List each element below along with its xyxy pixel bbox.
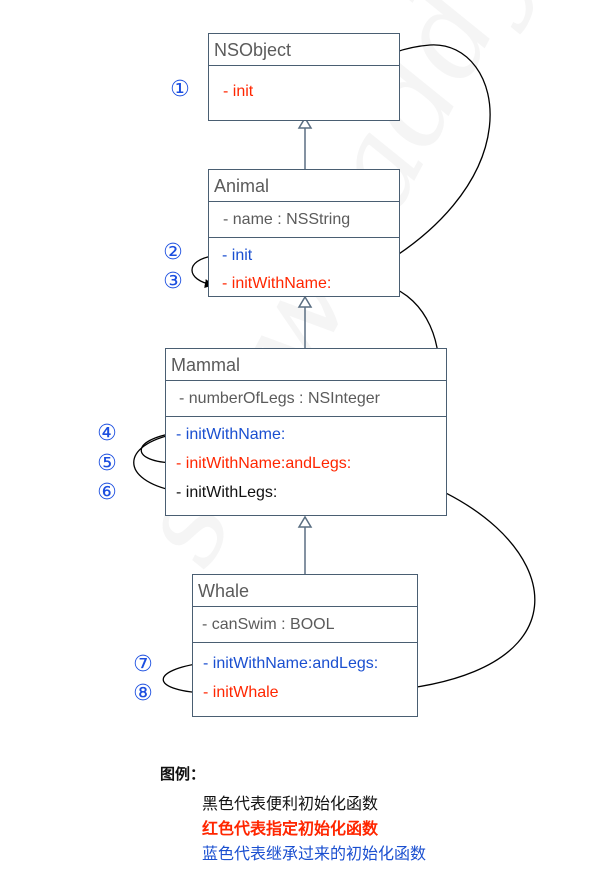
class-name: Mammal — [166, 349, 446, 381]
step-6: ⑥ — [97, 480, 117, 505]
attribute-name: - name : NSString — [209, 202, 399, 238]
inheritance-arrows — [297, 116, 313, 574]
method-list: - initWithName:andLegs: - initWhale — [193, 643, 417, 707]
legend-designated: 红色代表指定初始化函数 — [202, 819, 379, 838]
attribute-canswim: - canSwim : BOOL — [193, 607, 417, 643]
arrow-mammal-initwithname-to-initwithnameandlegs — [140, 432, 176, 468]
attribute-numberoflegs: - numberOfLegs : NSInteger — [166, 381, 446, 417]
method-initwithname: - initWithName: — [176, 426, 286, 443]
class-name: Animal — [209, 170, 399, 202]
method-list: - init — [209, 66, 399, 106]
method-initwithlegs: - initWithLegs: — [176, 484, 278, 501]
arrow-mammal-initwithlegs-to-initwithname — [133, 431, 176, 492]
legend-convenience: 黑色代表便利初始化函数 — [202, 794, 379, 813]
method-list: - initWithName: - initWithName:andLegs: … — [166, 417, 446, 507]
class-name: NSObject — [209, 34, 399, 66]
step-1: ① — [170, 77, 190, 102]
inherit-head-nsobject — [297, 116, 313, 129]
method-initwithname-andlegs: - initWithName:andLegs: — [203, 655, 379, 672]
class-whale: Whale - canSwim : BOOL - initWithName:an… — [192, 574, 418, 717]
method-list: - init - initWithName: — [209, 238, 399, 298]
class-nsobject: NSObject - init — [208, 33, 400, 121]
step-7: ⑦ — [133, 652, 153, 677]
inherit-head-mammal — [297, 515, 313, 528]
method-initwhale: - initWhale — [203, 684, 279, 701]
method-init: - init — [223, 83, 254, 100]
method-initwithname: - initWithName: — [222, 275, 332, 292]
class-mammal: Mammal - numberOfLegs : NSInteger - init… — [165, 348, 447, 516]
legend-title: 图例： — [160, 765, 206, 783]
arrow-animal-init-to-initwithname — [191, 255, 214, 289]
step-5: ⑤ — [97, 451, 117, 476]
step-2: ② — [163, 240, 183, 265]
step-4: ④ — [97, 421, 117, 446]
method-initwithname-andlegs: - initWithName:andLegs: — [176, 455, 352, 472]
class-animal: Animal - name : NSString - init - initWi… — [208, 169, 400, 297]
step-3: ③ — [163, 269, 183, 294]
arrow-whale-initwithnameandlegs-to-initwhale — [162, 662, 204, 698]
class-name: Whale — [193, 575, 417, 607]
inherit-head-animal — [297, 295, 313, 308]
legend-inherited: 蓝色代表继承过来的初始化函数 — [202, 844, 427, 863]
step-8: ⑧ — [133, 681, 153, 706]
method-init: - init — [222, 247, 253, 264]
